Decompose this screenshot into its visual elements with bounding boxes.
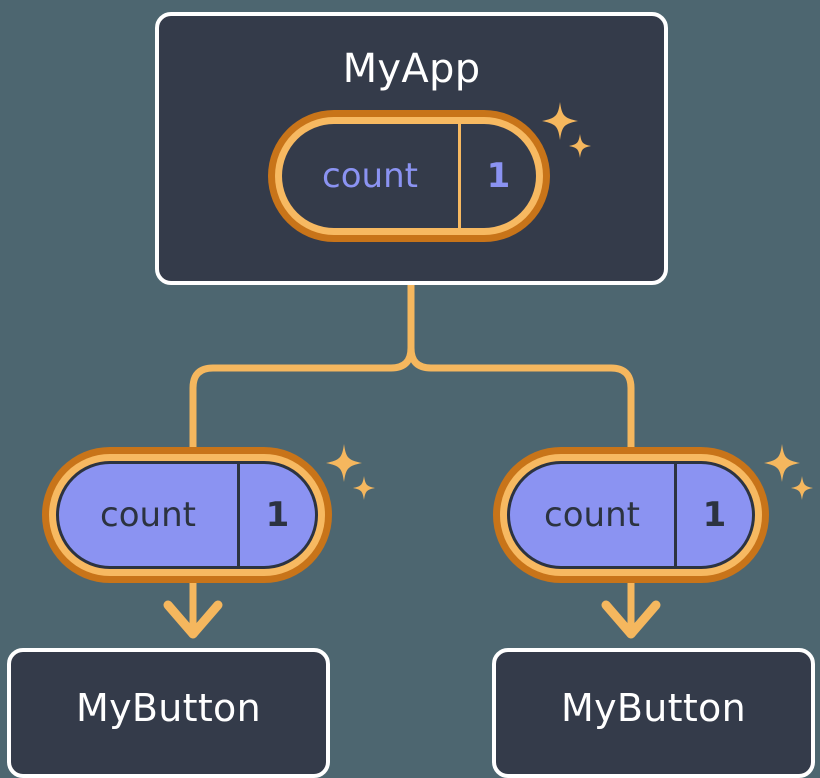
state-pill-ring: count 1	[49, 454, 325, 576]
arrow-down-icon-right	[601, 600, 661, 639]
sparkle-large-icon	[764, 444, 800, 482]
state-key-label: count	[322, 156, 418, 196]
state-value-label: 1	[237, 464, 315, 566]
state-pill-right[interactable]: count 1	[493, 447, 769, 583]
state-pill-ring: count 1	[275, 117, 543, 235]
state-pill-ring: count 1	[500, 454, 762, 576]
component-card-label: MyButton	[561, 686, 746, 730]
state-key-label: count	[100, 495, 196, 535]
state-pill-myapp[interactable]: count 1	[268, 110, 550, 242]
state-pill-body: count 1	[56, 461, 318, 569]
component-card-mybutton-right[interactable]: MyButton	[492, 648, 815, 778]
state-value-label: 1	[674, 464, 752, 566]
state-pill-left[interactable]: count 1	[42, 447, 332, 583]
component-card-mybutton-left[interactable]: MyButton	[7, 648, 330, 778]
component-card-label: MyButton	[76, 686, 261, 730]
connector-fork-path	[189, 281, 415, 474]
state-pill-body: count 1	[507, 461, 755, 569]
sparkle-small-icon	[791, 476, 813, 500]
arrow-down-icon-left	[163, 600, 223, 639]
state-pill: count 1	[493, 447, 769, 583]
state-key-label: count	[544, 495, 640, 535]
state-value-label: 1	[458, 124, 536, 228]
sparkle-small-icon	[353, 476, 375, 500]
state-pill: count 1	[42, 447, 332, 583]
state-pill-body: count 1	[282, 124, 536, 228]
page-title: MyApp	[342, 46, 481, 92]
state-pill: count 1	[268, 110, 550, 242]
